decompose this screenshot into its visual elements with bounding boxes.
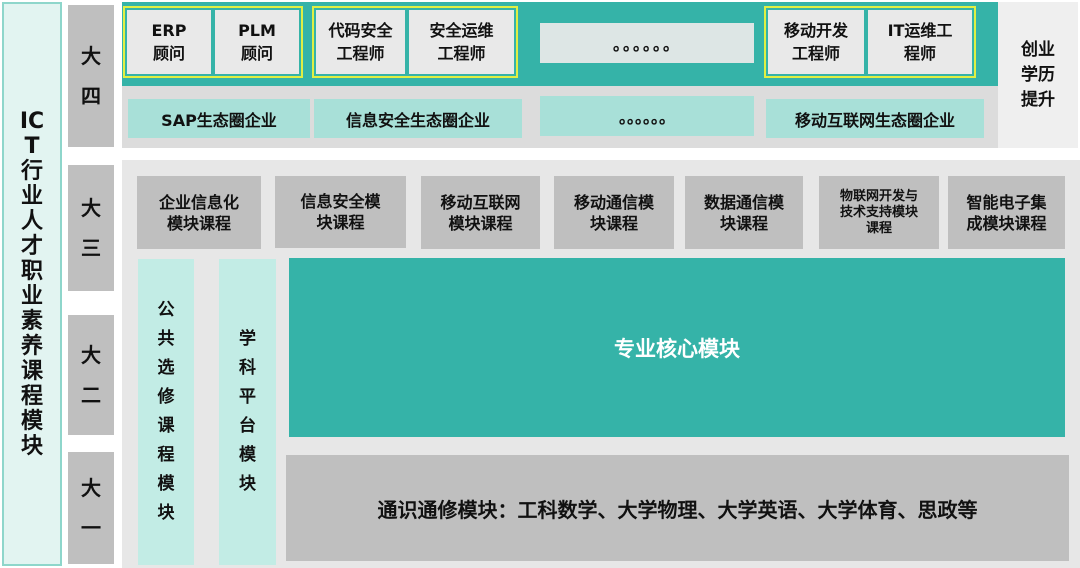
eco-ellipsis: 。。。。。。 — [540, 96, 754, 136]
year-label: 大二 — [81, 343, 101, 407]
core-module: 专业核心模块 — [289, 258, 1065, 437]
role-group-security: 代码安全 工程师 安全运维 工程师 — [312, 6, 518, 78]
role-security-ops-engineer: 安全运维 工程师 — [409, 10, 514, 74]
module-smart-electronics: 智能电子集 成模块课程 — [948, 176, 1065, 249]
left-title-text: ICT行业人才职业素养课程模块 — [19, 109, 45, 459]
side-note-entrepreneurship: 创业 学历 提升 — [998, 2, 1078, 148]
year-label: 大三 — [81, 196, 101, 260]
year-junior: 大三 — [68, 165, 114, 291]
general-module: 通识通修模块：工科数学、大学物理、大学英语、大学体育、思政等 — [286, 455, 1069, 561]
left-title-panel: ICT行业人才职业素养课程模块 — [2, 2, 62, 566]
year-label: 大一 — [81, 476, 101, 540]
module-enterprise-info: 企业信息化 模块课程 — [137, 176, 261, 249]
module-mobile-comm: 移动通信模 块课程 — [554, 176, 674, 249]
role-erp-consultant: ERP 顾问 — [127, 10, 211, 74]
role-it-ops-engineer: IT运维工 程师 — [868, 10, 972, 74]
eco-sap: SAP生态圈企业 — [128, 99, 310, 138]
role-group-consultant: ERP 顾问 PLM 顾问 — [123, 6, 303, 78]
module-mobile-internet: 移动互联网 模块课程 — [421, 176, 540, 249]
module-data-comm: 数据通信模 块课程 — [685, 176, 803, 249]
role-group-mobile-it: 移动开发 工程师 IT运维工 程师 — [764, 6, 976, 78]
year-senior: 大四 — [68, 5, 114, 147]
year-label: 大四 — [81, 44, 101, 108]
eco-infosec: 信息安全生态圈企业 — [314, 99, 522, 138]
public-electives-column: 公共选修课程模块 — [138, 259, 194, 565]
year-freshman: 大一 — [68, 452, 114, 564]
eco-mobile-internet: 移动互联网生态圈企业 — [766, 99, 984, 138]
module-iot: 物联网开发与 技术支持模块 课程 — [819, 176, 939, 249]
role-plm-consultant: PLM 顾问 — [215, 10, 299, 74]
discipline-platform-column: 学科平台模块 — [219, 259, 276, 565]
module-infosec: 信息安全模 块课程 — [275, 176, 406, 248]
year-sophomore: 大二 — [68, 315, 114, 435]
role-code-security-engineer: 代码安全 工程师 — [316, 10, 406, 74]
roles-ellipsis: 。。。。。。 — [540, 23, 754, 63]
role-mobile-dev-engineer: 移动开发 工程师 — [768, 10, 864, 74]
